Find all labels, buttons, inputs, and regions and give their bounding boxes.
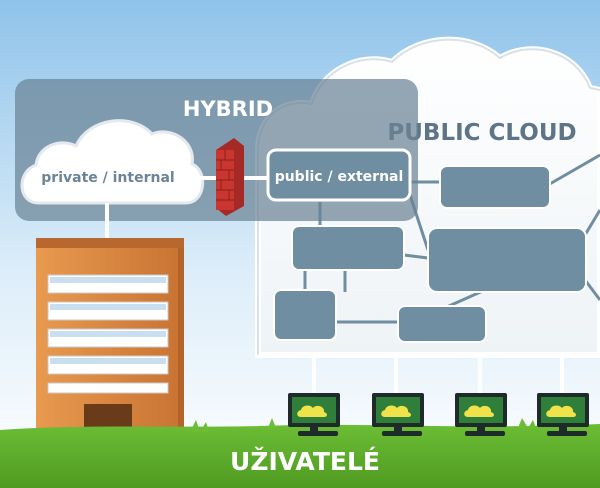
monitor-icon bbox=[537, 393, 589, 436]
public-node-label: public / external bbox=[275, 169, 404, 185]
hybrid-title: HYBRID bbox=[183, 97, 273, 121]
private-cloud-label: private / internal bbox=[41, 170, 174, 186]
public-cloud-title: PUBLIC CLOUD bbox=[387, 120, 576, 146]
monitor-icon bbox=[455, 393, 507, 436]
firewall-icon bbox=[216, 138, 244, 216]
users-label: UŽIVATELÉ bbox=[230, 447, 380, 476]
cloud-node bbox=[273, 289, 337, 341]
monitor-icon bbox=[288, 393, 340, 436]
cloud-node bbox=[427, 227, 587, 293]
building-icon bbox=[36, 238, 184, 438]
cloud-node bbox=[439, 165, 551, 209]
private-cloud: private / internal bbox=[20, 119, 205, 205]
monitor-connectors bbox=[312, 355, 564, 394]
public-external-node: public / external bbox=[266, 148, 412, 202]
cloud-node bbox=[291, 225, 405, 271]
cloud-nodes bbox=[273, 165, 587, 343]
grass-ground bbox=[0, 424, 600, 488]
cloud-node bbox=[397, 305, 487, 343]
monitor-icon bbox=[372, 393, 424, 436]
grass-tufts bbox=[190, 418, 536, 432]
